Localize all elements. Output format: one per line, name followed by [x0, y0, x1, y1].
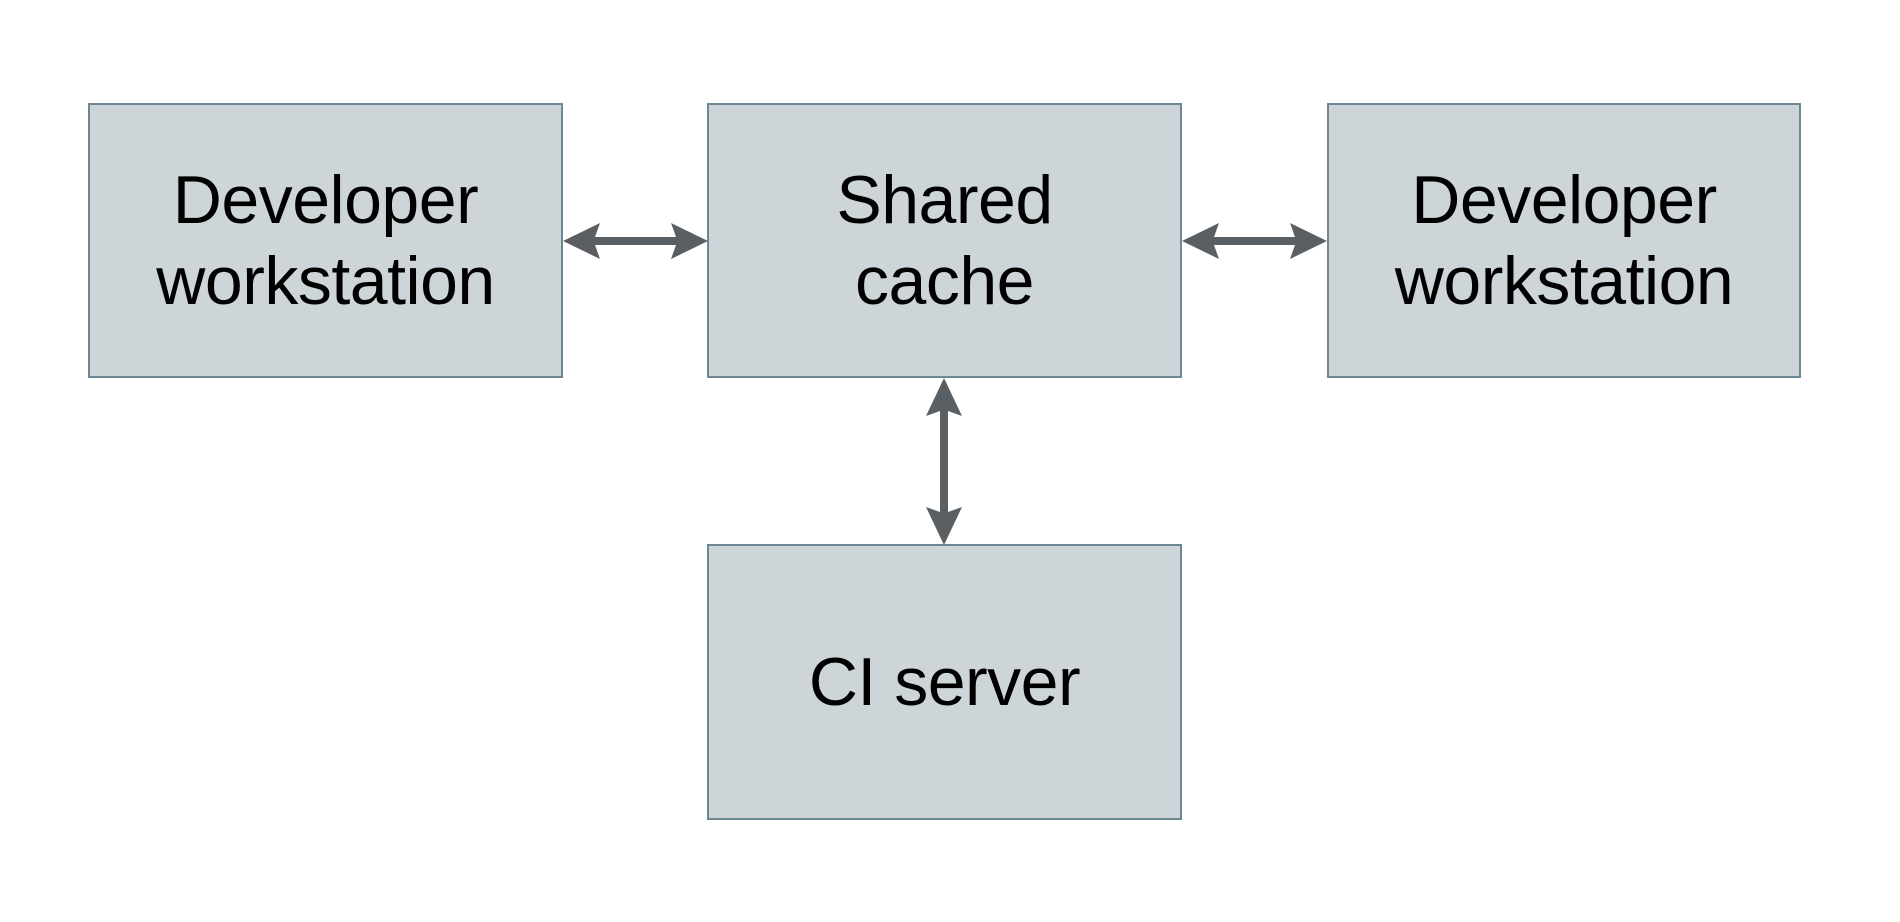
node-label-shared-cache: Shared cache: [836, 162, 1053, 319]
connector-double-arrow-shared-cache-to-ci-server[interactable]: [918, 374, 970, 549]
double-arrow-vertical-icon: [926, 378, 962, 545]
connector-double-arrow-shared-cache-to-right[interactable]: [1177, 215, 1332, 267]
node-shared-cache[interactable]: Shared cache: [707, 103, 1182, 378]
node-developer-workstation-right[interactable]: Developer workstation: [1327, 103, 1801, 378]
node-label-developer-workstation-right: Developer workstation: [1394, 162, 1734, 319]
double-arrow-horizontal-icon: [563, 223, 708, 259]
connector-double-arrow-left-to-shared-cache[interactable]: [558, 215, 713, 267]
node-developer-workstation-left[interactable]: Developer workstation: [88, 103, 563, 378]
double-arrow-horizontal-icon: [1182, 223, 1327, 259]
node-ci-server[interactable]: CI server: [707, 544, 1182, 820]
node-label-ci-server: CI server: [808, 643, 1081, 720]
node-label-developer-workstation-left: Developer workstation: [156, 162, 495, 319]
